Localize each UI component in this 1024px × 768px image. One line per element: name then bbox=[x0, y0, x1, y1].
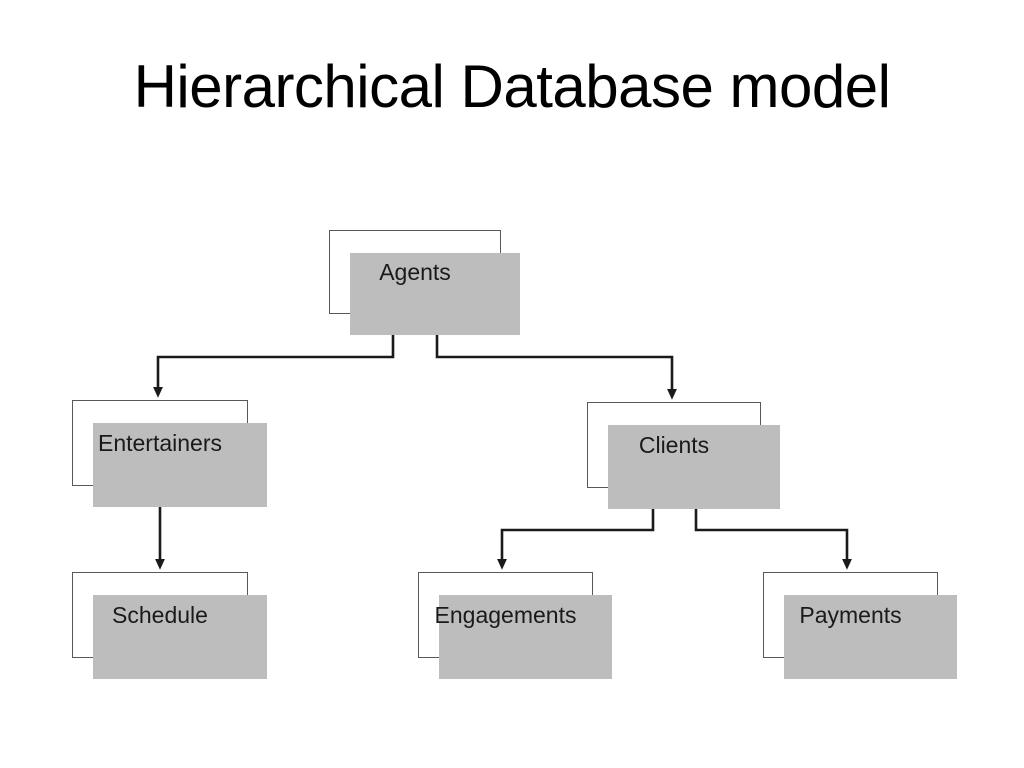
entity-label: Entertainers bbox=[97, 430, 222, 456]
entity-box-entertainers[interactable]: Entertainers bbox=[72, 400, 267, 507]
box-shadow bbox=[93, 423, 267, 507]
entity-box-payments[interactable]: Payments bbox=[763, 572, 957, 679]
entity-label: Engagements bbox=[434, 602, 577, 628]
entity-label: Payments bbox=[799, 602, 902, 628]
entity-box-agents[interactable]: Agents bbox=[329, 230, 520, 335]
entity-box-schedule[interactable]: Schedule bbox=[72, 572, 267, 679]
box-shadow bbox=[93, 595, 267, 679]
entity-box-engagements[interactable]: Engagements bbox=[418, 572, 612, 679]
box-shadow bbox=[784, 595, 957, 679]
page-title: Hierarchical Database model bbox=[133, 53, 891, 120]
entity-label: Agents bbox=[379, 259, 451, 285]
entity-label: Schedule bbox=[112, 602, 208, 628]
entity-box-clients[interactable]: Clients bbox=[587, 402, 780, 509]
box-shadow bbox=[439, 595, 612, 679]
entity-label: Clients bbox=[638, 432, 710, 458]
